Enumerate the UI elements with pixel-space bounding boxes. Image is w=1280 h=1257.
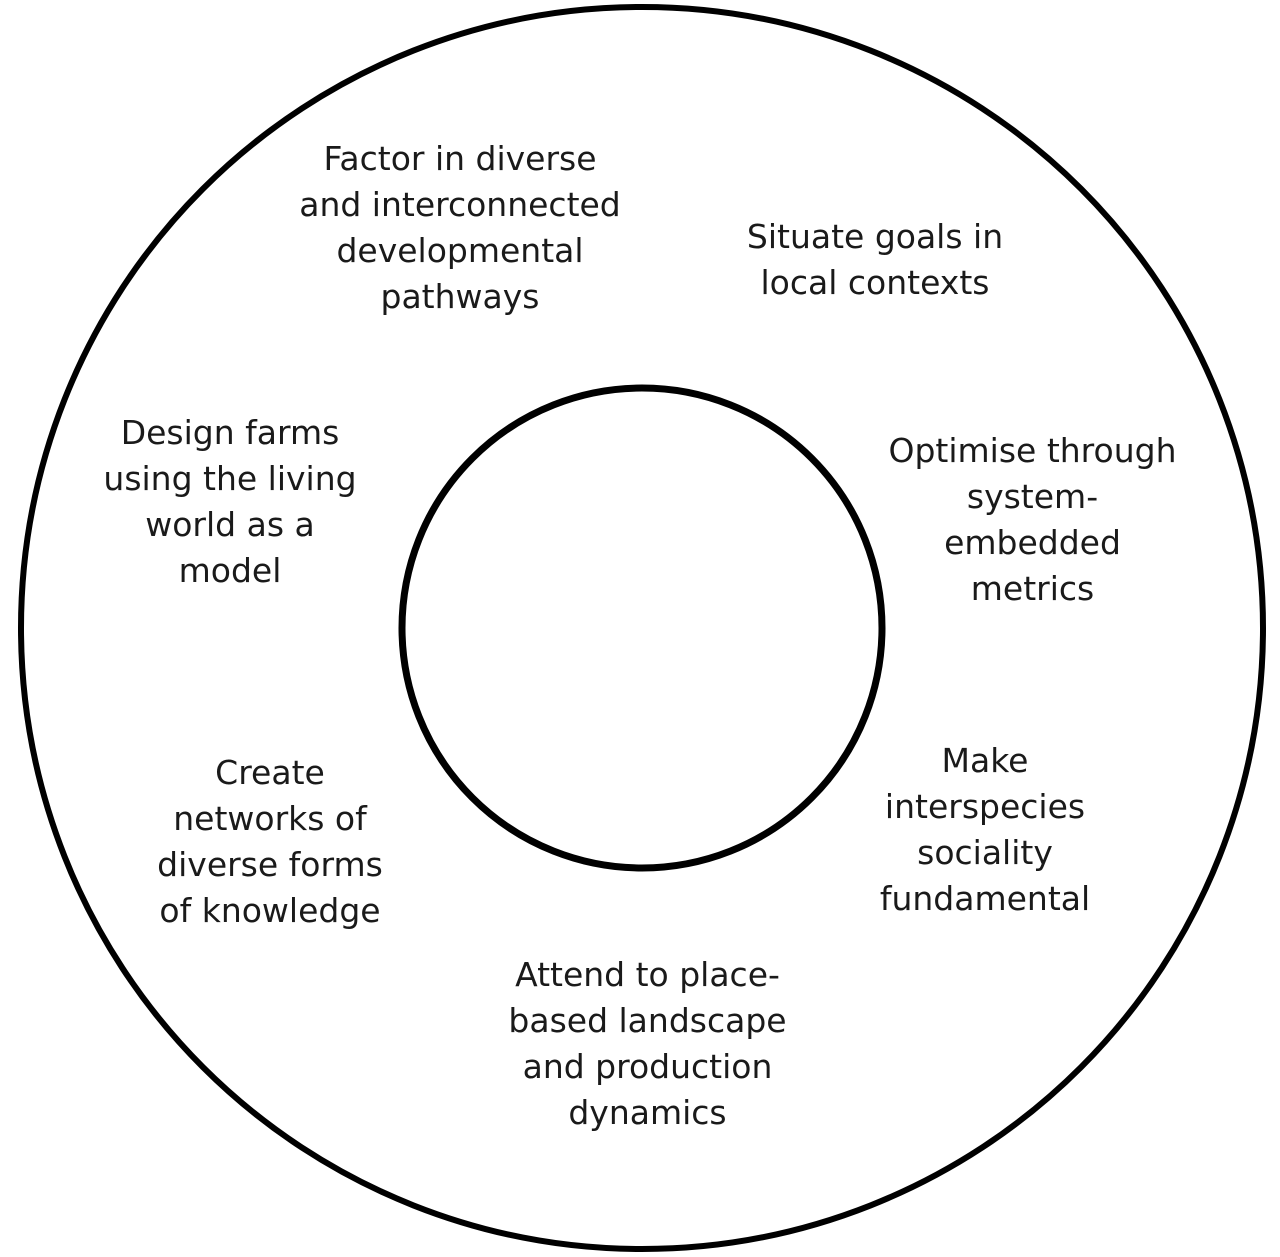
principle-line: networks of <box>173 799 367 838</box>
principle-factor-in-diverse-pathways: Factor in diverse and interconnected dev… <box>260 136 660 320</box>
principle-line: world as a <box>145 505 315 544</box>
principle-line: Create <box>215 753 325 792</box>
principle-line: Make <box>941 741 1029 780</box>
principle-interspecies-sociality: Make interspecies sociality fundamental <box>850 738 1120 922</box>
principle-line: Factor in diverse <box>323 139 597 178</box>
principle-line: and interconnected <box>299 185 621 224</box>
principle-line: interspecies <box>884 787 1086 826</box>
principle-line: Optimise through <box>888 431 1177 470</box>
principle-line: dynamics <box>568 1093 727 1132</box>
outer-ring <box>18 4 1266 1252</box>
principle-line: based landscape <box>508 1001 787 1040</box>
principle-line: embedded <box>944 523 1121 562</box>
principle-situate-goals: Situate goals in local contexts <box>700 214 1050 306</box>
principle-line: local contexts <box>760 263 990 302</box>
principle-line: metrics <box>970 569 1095 608</box>
principle-line: using the living <box>103 459 357 498</box>
principle-line: Attend to place- <box>515 955 780 994</box>
principle-line: Situate goals in <box>746 217 1004 256</box>
principle-attend-landscape-dynamics: Attend to place- based landscape and pro… <box>470 952 825 1136</box>
principle-line: of knowledge <box>159 891 381 930</box>
principle-line: developmental <box>336 231 584 270</box>
principle-line: pathways <box>380 277 540 316</box>
principle-line: sociality <box>917 833 1053 872</box>
principle-line: Design farms <box>120 413 340 452</box>
inner-ring <box>398 384 886 872</box>
principle-line: and production <box>522 1047 773 1086</box>
principle-line: system- <box>966 477 1099 516</box>
principle-create-networks: Create networks of diverse forms of know… <box>110 750 430 934</box>
principle-line: diverse forms <box>157 845 383 884</box>
principle-line: model <box>178 551 282 590</box>
principle-optimise-metrics: Optimise through system- embedded metric… <box>860 428 1205 612</box>
principle-design-farms: Design farms using the living world as a… <box>60 410 400 594</box>
principle-line: fundamental <box>879 879 1091 918</box>
